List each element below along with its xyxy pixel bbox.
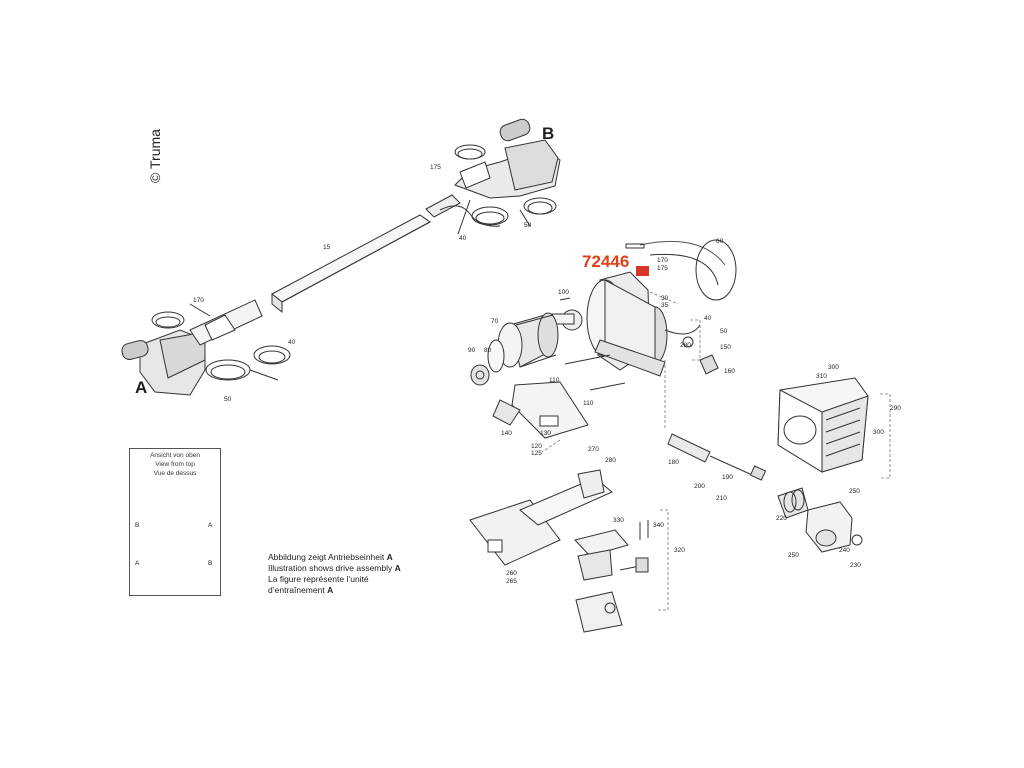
callout: 260 — [506, 570, 517, 577]
callout: 60 — [716, 238, 724, 245]
caption-fr-text: d’entraînement — [268, 585, 328, 595]
callout: 170 — [193, 297, 204, 304]
caption-fr-2: d’entraînement A — [268, 585, 401, 596]
callout: 220 — [776, 515, 787, 522]
callout: 300 — [873, 429, 884, 436]
callout: 50 — [524, 222, 532, 229]
callout: 160 — [724, 368, 735, 375]
caption-fr-letter: A — [327, 585, 334, 595]
callout: 70 — [491, 318, 499, 325]
assembly-a-label: A — [135, 378, 148, 397]
callout: 175 — [430, 164, 441, 171]
callout: 180 — [668, 459, 679, 466]
callout: 40 — [704, 315, 712, 322]
callout: 100 — [558, 289, 569, 296]
callout: 265 — [506, 578, 517, 585]
callout: 150 — [720, 344, 731, 351]
crossbar-tube — [271, 194, 461, 314]
callout: 175 — [657, 265, 668, 272]
callout: 190 — [722, 474, 733, 481]
mounting-bracket — [469, 469, 613, 566]
callout: 290 — [890, 405, 901, 412]
caption-de: Abbildung zeigt Antriebseinheit A — [268, 552, 401, 563]
inset-title-fr: Vue de dessus — [153, 470, 197, 477]
roller-assembly — [470, 297, 626, 391]
inset-side-a-right: A — [208, 522, 213, 529]
clamp-plate — [492, 381, 589, 439]
callout: 200 — [694, 483, 705, 490]
cover-housing — [777, 377, 869, 473]
caption-de-letter: A — [386, 552, 393, 562]
callout: 50 — [720, 328, 728, 335]
callout: 330 — [613, 517, 624, 524]
copyright-text: © Truma — [146, 129, 163, 183]
callout: 250 — [788, 552, 799, 559]
end-cap — [805, 501, 863, 553]
callout: 240 — [839, 547, 850, 554]
caption: Abbildung zeigt Antriebseinheit A Illust… — [268, 552, 401, 596]
assembly-b-label: B — [542, 124, 555, 143]
inset-side-b-left: B — [135, 522, 140, 529]
top-view-inset: Ansicht von oben View from top Vue de de… — [129, 448, 221, 596]
highlight-marker — [636, 266, 649, 276]
caption-en-text: Illustration shows drive assembly — [268, 563, 395, 573]
callout: 340 — [653, 522, 664, 529]
inset-side-a-left: A — [135, 560, 140, 567]
callout: 300 — [828, 364, 839, 371]
callout: 310 — [816, 373, 827, 380]
drive-assembly-a — [121, 299, 291, 396]
motor-assembly — [551, 239, 737, 377]
clamp-parts — [574, 520, 649, 633]
callout: 230 — [850, 562, 861, 569]
callout: 170 — [657, 257, 668, 264]
callout: 40 — [288, 339, 296, 346]
drive-assembly-b — [439, 118, 561, 235]
spindle-assembly — [667, 433, 809, 519]
callout: 280 — [680, 342, 691, 349]
highlighted-part-number: 72446 — [582, 252, 630, 271]
callout: 110 — [549, 377, 560, 384]
callout: 250 — [849, 488, 860, 495]
caption-de-text: Abbildung zeigt Antriebseinheit — [268, 552, 387, 562]
callout: 125 — [531, 450, 542, 457]
callout: 140 — [501, 430, 512, 437]
callout: 35 — [661, 302, 669, 309]
inset-title-de: Ansicht von oben — [150, 452, 200, 459]
callout: 130 — [540, 430, 551, 437]
callout: 15 — [323, 244, 331, 251]
caption-fr-1: La figure représente l’unité — [268, 574, 369, 584]
callout: 80 — [484, 347, 492, 354]
inset-side-b-right: B — [208, 560, 213, 567]
inset-title-en: View from top — [155, 461, 195, 468]
callout: 110 — [583, 400, 594, 407]
callout: 210 — [716, 495, 727, 502]
callout: 270 — [588, 446, 599, 453]
callout: 120 — [531, 443, 542, 450]
callout: 320 — [674, 547, 685, 554]
callout: 280 — [605, 457, 616, 464]
caption-en: Illustration shows drive assembly A — [268, 563, 401, 574]
callout: 90 — [468, 347, 476, 354]
callout: 30 — [661, 295, 669, 302]
callout: 50 — [224, 396, 232, 403]
caption-en-letter: A — [394, 563, 401, 573]
callout: 40 — [459, 235, 467, 242]
